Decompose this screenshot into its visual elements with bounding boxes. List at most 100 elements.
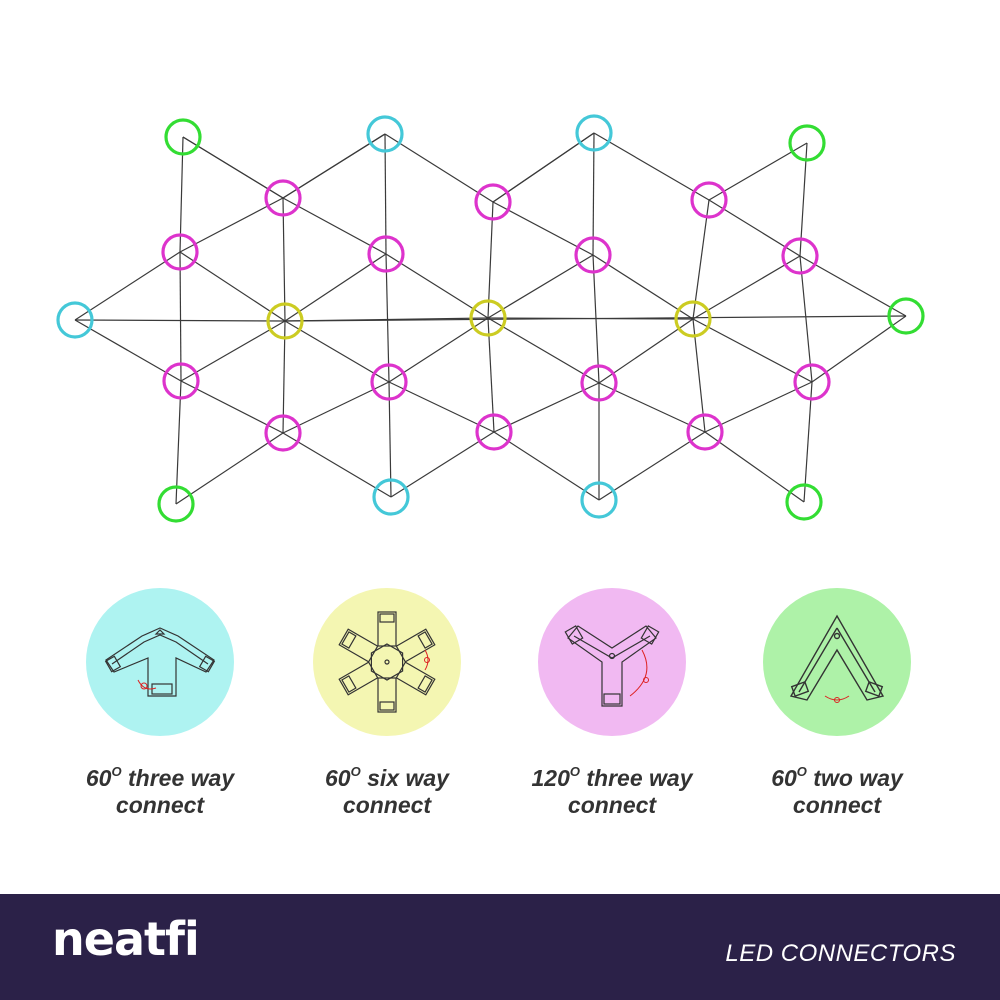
joint-connector-marker: [475, 413, 513, 451]
panel-edge-line: [592, 254, 694, 320]
corner-connector-marker: [157, 485, 195, 523]
panel-edge-line: [593, 132, 710, 201]
six-way-connector-marker: [674, 300, 712, 338]
panel-edge-line: [390, 431, 495, 498]
panel-edge-line: [282, 381, 390, 434]
panel-edge-line: [388, 381, 495, 433]
panel-edge-line: [384, 133, 387, 255]
joint-connector-marker: [370, 363, 408, 401]
panel-edge-line: [598, 431, 706, 501]
panel-edge-line: [799, 255, 907, 317]
panel-edge-line: [492, 201, 594, 256]
connector-60-two-way: 60O two way connect: [737, 588, 937, 819]
panel-edge-line: [179, 251, 182, 382]
connector-caption: 60O six way connect: [325, 764, 449, 818]
two-way-60-connector-icon: [789, 614, 885, 703]
corner-connector-marker: [785, 483, 823, 521]
panel-edge-line: [179, 251, 286, 322]
joint-connector-marker: [474, 183, 512, 221]
panel-edge-line: [692, 318, 706, 433]
panel-edge-line: [704, 431, 805, 503]
panel-edge-line: [175, 380, 182, 505]
six-way-connector-marker: [469, 299, 507, 337]
three-way-120-connector-icon: [564, 625, 660, 707]
panel-edge-line: [704, 381, 813, 433]
connector-120-three-way: 120O three way connect: [512, 588, 712, 819]
joint-connector-marker: [580, 364, 618, 402]
three-way-connector-marker: [56, 301, 94, 339]
connector-caption: 60O three way connect: [85, 764, 235, 818]
joint-connector-marker: [793, 363, 831, 401]
corner-connector-marker: [887, 297, 925, 335]
panel-edge-line: [388, 317, 489, 383]
panel-edge-line: [487, 254, 594, 319]
connector-caption: 60O two way connect: [771, 764, 903, 818]
panel-edge-line: [487, 317, 694, 320]
panel-edge-line: [179, 136, 184, 253]
six-way-connector-marker: [266, 302, 304, 340]
joint-connector-marker: [161, 233, 199, 271]
panel-edge-line: [74, 319, 182, 382]
panel-edge-line: [74, 251, 181, 321]
joint-connector-marker: [574, 236, 612, 274]
panel-edge-line: [282, 320, 286, 434]
panel-edge-line: [384, 133, 494, 203]
connector-disc: [313, 588, 461, 736]
panel-edge-line: [179, 197, 284, 253]
panel-edge-line: [592, 254, 600, 384]
three-way-connector-marker: [366, 115, 404, 153]
connector-caption: 120O three way connect: [531, 764, 693, 818]
panel-edge-line: [492, 132, 595, 203]
panel-edge-line: [284, 317, 489, 322]
three-way-connector-marker: [372, 478, 410, 516]
panel-edge-line: [282, 133, 386, 199]
joint-connector-marker: [781, 237, 819, 275]
panel-edge-line: [487, 201, 494, 319]
panel-edge-line: [388, 381, 392, 498]
connector-disc: [86, 588, 234, 736]
three-way-60-connector-icon: [104, 627, 216, 697]
panel-edge-line: [180, 320, 286, 382]
panel-edge-line: [284, 320, 390, 383]
panel-edge-line: [493, 431, 600, 501]
panel-edge-line: [487, 317, 495, 433]
connector-disc: [763, 588, 911, 736]
footer-label: LED CONNECTORS: [725, 940, 956, 967]
panel-edge-line: [799, 142, 808, 257]
joint-connector-marker: [367, 235, 405, 273]
panel-edge-line: [799, 255, 813, 383]
joint-connector-marker: [686, 413, 724, 451]
panel-edge-line: [282, 197, 387, 255]
panel-edge-line: [282, 432, 392, 498]
panel-edge-line: [803, 381, 813, 503]
panel-edge-line: [385, 253, 390, 383]
joint-connector-marker: [690, 181, 728, 219]
panel-edge-line: [692, 199, 710, 320]
panel-edge-line: [182, 136, 284, 199]
connector-disc: [538, 588, 686, 736]
three-way-connector-marker: [580, 481, 618, 519]
panel-edge-line: [598, 318, 694, 384]
brand-logo: neatfi: [52, 912, 200, 966]
panel-edge-line: [811, 315, 907, 383]
hexagon-layout-diagram: [56, 114, 925, 523]
corner-connector-marker: [788, 124, 826, 162]
panel-edge-line: [487, 317, 600, 384]
panel-edge-line: [692, 255, 801, 320]
three-way-connector-marker: [575, 114, 613, 152]
joint-connector-marker: [162, 362, 200, 400]
panel-edge-line: [708, 142, 808, 201]
panel-edge-line: [284, 253, 387, 322]
joint-connector-marker: [264, 179, 302, 217]
connector-60-three-way: 60O three way connect: [60, 588, 260, 819]
footer-bar: neatfi LED CONNECTORS: [0, 894, 1000, 1000]
panel-edge-line: [592, 132, 595, 256]
connector-60-six-way: 60O six way connect: [287, 588, 487, 819]
panel-edge-line: [282, 197, 286, 322]
panel-edge-line: [385, 253, 489, 319]
panel-edge-line: [692, 318, 813, 383]
joint-connector-marker: [264, 414, 302, 452]
six-way-60-connector-icon: [338, 611, 436, 713]
panel-edge-line: [598, 382, 706, 433]
panel-edge-line: [493, 382, 600, 433]
